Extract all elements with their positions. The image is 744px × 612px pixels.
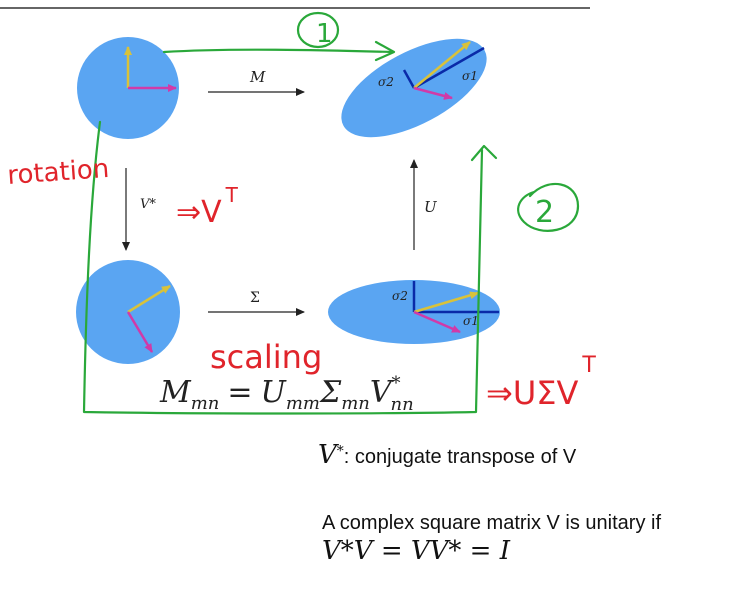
- yellow-rotated-vector: [127, 284, 171, 314]
- step1-arrowhead: [374, 40, 396, 62]
- step1-circle: [296, 11, 340, 49]
- unitary-formula: V*V = VV* = I: [322, 536, 511, 566]
- disc-rotated: [76, 260, 180, 364]
- rotation-note: rotation: [6, 154, 110, 191]
- svd-formula: Mmn=UmmΣmnV*nn: [159, 373, 414, 415]
- yellow-scaled-vector: [413, 291, 479, 314]
- disc-original: [77, 37, 179, 139]
- arrow-Vstar: V*: [122, 168, 156, 251]
- ellipse-final: σ2 σ1: [341, 38, 487, 138]
- label-Vstar: V*: [140, 197, 156, 212]
- arrow-U: U: [410, 159, 438, 250]
- green-annotations: [82, 11, 580, 415]
- step1-arrow: [162, 48, 394, 54]
- sigma1-label-top: σ1: [462, 69, 478, 83]
- label-M: M: [249, 68, 266, 86]
- arrow-Sigma: Σ: [208, 290, 305, 316]
- sigma2-label-top: σ2: [378, 75, 394, 89]
- magenta-rotated-vector: [126, 311, 154, 353]
- unitary-caption: A complex square matrix V is unitary if: [322, 512, 662, 534]
- vstar-definition: : conjugate transpose of V: [343, 446, 577, 468]
- ellipse-scaled: σ2 σ1: [328, 280, 500, 344]
- vstar-sup: *: [336, 443, 344, 460]
- sigma2-axis-rotated: [402, 69, 416, 89]
- vstar-symbol: V: [318, 440, 337, 470]
- step1-label: 1: [316, 19, 333, 49]
- label-Sigma: Σ: [250, 290, 260, 306]
- step2-circle: [517, 182, 580, 232]
- scaling-note: scaling: [210, 338, 322, 376]
- sigma2-label-bottom: σ2: [392, 289, 408, 303]
- step2-loop: [82, 120, 484, 415]
- result-note: ⇒UΣVT: [486, 353, 596, 412]
- step2-label: 2: [535, 195, 554, 230]
- magenta-final-vector: [413, 86, 453, 100]
- step2-arrowhead: [470, 144, 498, 162]
- sigma1-label-bottom: σ1: [463, 314, 479, 328]
- yellow-final-vector: [413, 41, 471, 89]
- svg-text:Mmn=UmmΣmnV*nn: Mmn=UmmΣmnV*nn: [159, 373, 414, 415]
- label-U: U: [424, 198, 438, 216]
- magenta-scaled-vector: [413, 310, 461, 334]
- vstar-caption: V*: conjugate transpose of V: [318, 440, 576, 470]
- sigma1-axis-rotated: [413, 46, 485, 90]
- arrow-M: M: [208, 68, 305, 96]
